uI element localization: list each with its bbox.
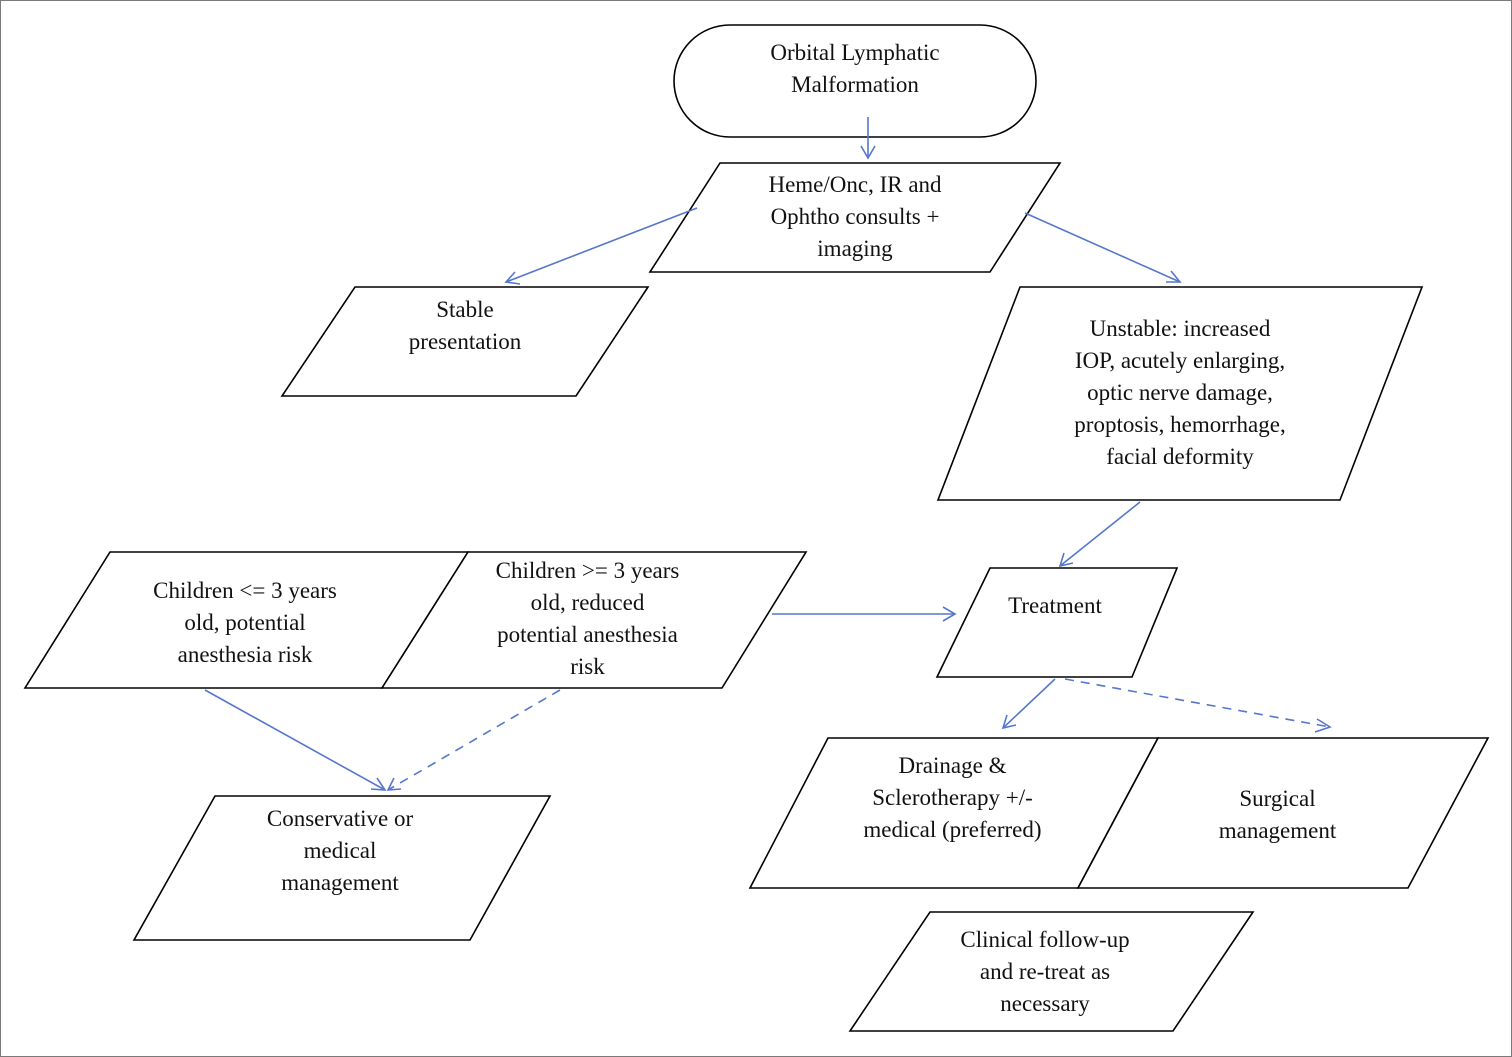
edge-treatment-to-surgical-dashed bbox=[1064, 678, 1332, 733]
edge-unstable-to-treatment bbox=[1058, 501, 1141, 568]
drainage-label: Drainage & Sclerotherapy +/- medical (pr… bbox=[863, 753, 1042, 842]
start-terminator-shape bbox=[673, 24, 1037, 138]
stable-parallelogram bbox=[280, 286, 650, 397]
consults-parallelogram bbox=[648, 162, 1062, 273]
surgical-label: Surgical management bbox=[1218, 786, 1337, 843]
conservative-parallelogram bbox=[132, 795, 552, 941]
edge-children-under-to-conservative bbox=[204, 689, 387, 791]
surgical-parallelogram bbox=[1076, 737, 1490, 889]
stable-label: Stable presentation bbox=[408, 297, 522, 354]
edge-children-over-to-conservative-dashed bbox=[386, 689, 561, 791]
edge-consults-to-unstable bbox=[1024, 212, 1182, 283]
edge-children-over-to-treatment bbox=[772, 606, 957, 622]
treatment-parallelogram bbox=[935, 567, 1179, 678]
children-over-label: Children >= 3 years old, reduced potenti… bbox=[495, 558, 680, 679]
unstable-parallelogram bbox=[936, 286, 1424, 501]
treatment-label: Treatment bbox=[1008, 593, 1102, 618]
edge-consults-to-stable bbox=[504, 207, 698, 285]
consults-label: Heme/Onc, IR and Ophtho consults + imagi… bbox=[768, 172, 942, 261]
edge-treatment-to-drainage bbox=[1001, 678, 1056, 730]
children-over-parallelogram bbox=[380, 551, 808, 689]
conservative-label: Conservative or medical management bbox=[266, 806, 414, 895]
edge-start-to-consults bbox=[860, 117, 876, 160]
unstable-label: Unstable: increased IOP, acutely enlargi… bbox=[1074, 316, 1286, 469]
children-under-label: Children <= 3 years old, potential anest… bbox=[153, 578, 337, 667]
followup-parallelogram bbox=[848, 911, 1255, 1032]
followup-label: Clinical follow-up and re-treat as neces… bbox=[960, 927, 1130, 1016]
start-label: Orbital Lymphatic Malformation bbox=[770, 40, 940, 97]
